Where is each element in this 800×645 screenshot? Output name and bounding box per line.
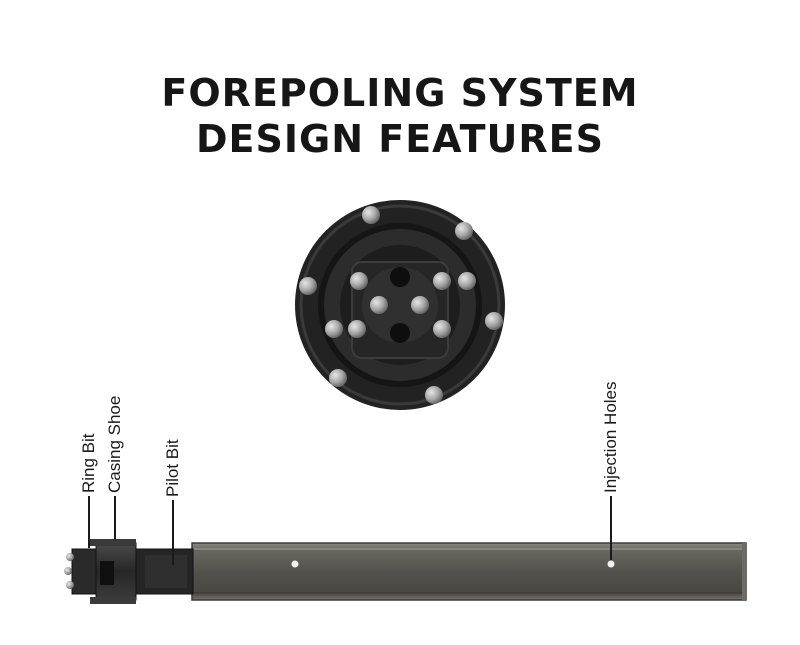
pipe-end (742, 543, 746, 600)
injection-hole (291, 560, 299, 568)
ring-bit-label: Ring Bit (79, 433, 98, 493)
pilot-button (370, 296, 388, 314)
casing-shoe-cap-bottom (90, 597, 136, 604)
injection-hole (607, 560, 615, 568)
ring-button (425, 386, 443, 404)
title-line-2: DESIGN FEATURES (196, 117, 604, 161)
ring-bit-side-button (66, 553, 74, 561)
ring-bit-side-button (64, 567, 72, 575)
pipe-side-view (64, 539, 747, 604)
pilot-button (350, 272, 368, 290)
pilot-button (325, 320, 343, 338)
ring-button (299, 277, 317, 295)
pilot-bit-label: Pilot Bit (163, 439, 182, 497)
bit-front-view (295, 200, 505, 410)
casing-shoe-label: Casing Shoe (105, 395, 124, 493)
casing-pipe (191, 542, 747, 601)
casing-shoe-cap-top (90, 539, 136, 546)
pilot-bit-shank-detail (145, 555, 187, 588)
ring-bit-side-button (66, 581, 74, 589)
ring-bit-rim (299, 204, 501, 406)
pilot-button (348, 320, 366, 338)
callout-lines (88, 496, 612, 565)
flushing-hole-top (390, 267, 410, 287)
pilot-button (411, 296, 429, 314)
flushing-hole-bottom (390, 323, 410, 343)
ring-button (329, 369, 347, 387)
injection-holes-label: Injection Holes (601, 381, 620, 493)
pilot-bit-center (362, 267, 438, 343)
ring-button (485, 312, 503, 330)
title-line-1: FOREPOLING SYSTEM (161, 71, 639, 115)
casing-shoe-window (100, 561, 114, 585)
ring-bit-side (71, 548, 97, 595)
pilot-button (433, 320, 451, 338)
pilot-button (433, 272, 451, 290)
ring-button (362, 206, 380, 224)
page-title: FOREPOLING SYSTEM DESIGN FEATURES (0, 70, 800, 162)
ring-button (455, 222, 473, 240)
pilot-button (458, 272, 476, 290)
